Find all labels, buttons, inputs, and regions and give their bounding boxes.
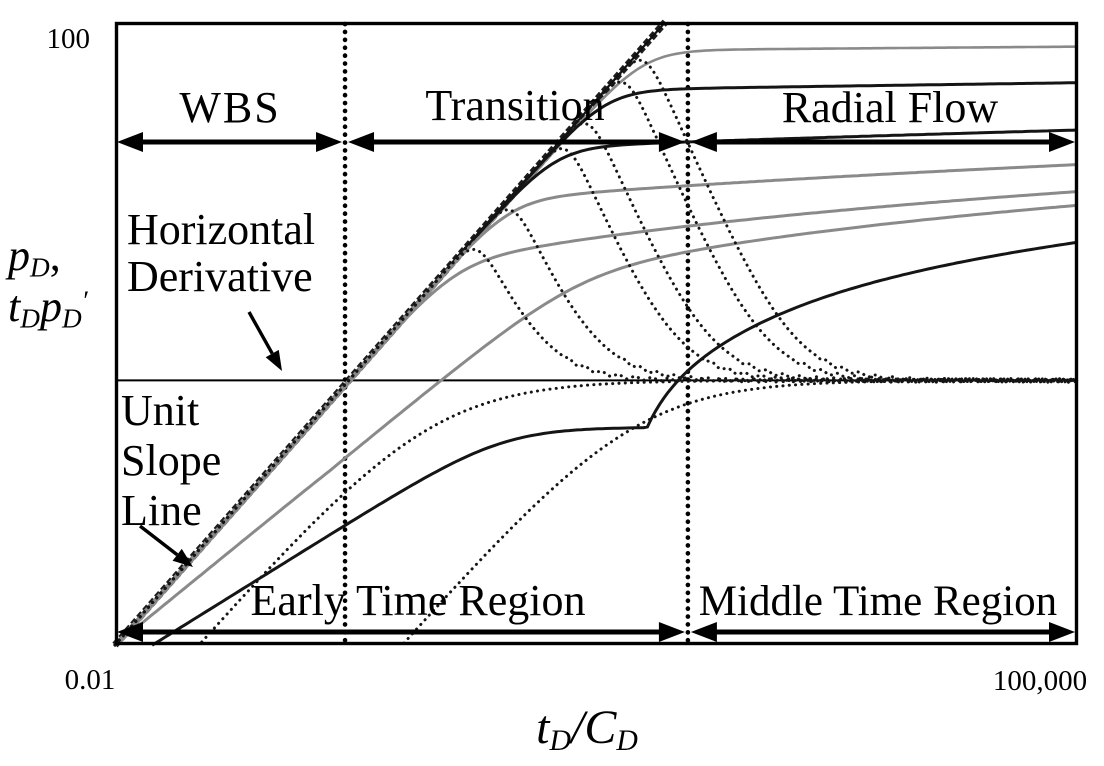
region-label-middle-time: Middle Time Region [698, 578, 1058, 625]
y-axis-label-sub1: D [30, 252, 50, 283]
annotation-horizontal-derivative: Horizontal Derivative [127, 206, 315, 300]
x-axis-label-t: t [536, 701, 550, 754]
y-axis-label-p: p [8, 231, 30, 280]
annotation-horizontal-derivative-line2: Derivative [127, 252, 313, 302]
annotation-unit-slope-line: Unit Slope Line [121, 386, 221, 536]
y-axis-label: pD, tDpD′ [8, 230, 88, 332]
y-axis-label-p2: p [39, 282, 62, 332]
x-axis-label-sub2: D [616, 724, 638, 758]
y-axis-label-t: t [8, 282, 21, 332]
region-label-wbs: WBS [179, 83, 281, 132]
region-label-early-time: Early Time Region [250, 576, 586, 625]
annotation-unit-slope-line2: Slope [121, 436, 222, 486]
y-axis-label-comma: , [49, 231, 61, 280]
x-axis-tick-min: 0.01 [64, 664, 116, 696]
region-label-radial-flow: Radial Flow [781, 83, 999, 132]
x-axis-label-slash: / [570, 701, 585, 754]
x-axis-label-sub1: D [549, 724, 571, 758]
y-axis-label-sub3: D [61, 303, 82, 334]
annotation-unit-slope-line1: Unit [121, 386, 200, 435]
x-axis-label: tD/CD [536, 701, 638, 758]
y-axis-label-sub2: D [20, 303, 40, 334]
y-axis-label-prime: ′ [81, 285, 88, 316]
region-label-transition: Transition [425, 81, 605, 130]
annotation-unit-slope-line3: Line [121, 486, 202, 536]
y-axis-tick-100: 100 [46, 23, 91, 55]
x-axis-label-C: C [584, 701, 617, 754]
annotation-horizontal-derivative-line1: Horizontal [127, 205, 316, 254]
x-axis-tick-max: 100,000 [992, 665, 1088, 697]
